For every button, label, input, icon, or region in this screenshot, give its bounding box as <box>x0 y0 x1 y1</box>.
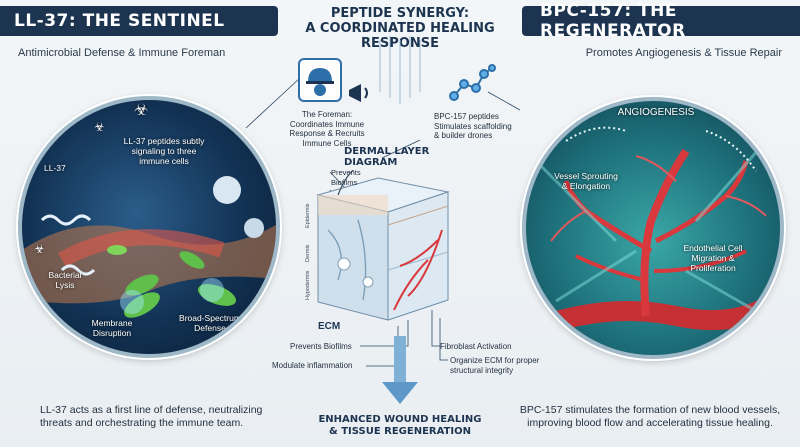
ll37-banner: LL-37: THE SENTINEL <box>0 6 278 36</box>
ll37-label: LL-37 <box>44 163 66 173</box>
megaphone-icon <box>349 84 368 102</box>
prevents-biofilms-bottom: Prevents Biofilms <box>290 342 352 351</box>
bpc157-title: BPC-157: THE REGENERATOR <box>540 1 686 41</box>
outcome-title: ENHANCED WOUND HEALING & TISSUE REGENERA… <box>318 414 482 437</box>
bpc157-subtitle: Promotes Angiogenesis & Tissue Repair <box>585 47 782 59</box>
membrane-disruption-label: Membrane Disruption <box>91 318 133 338</box>
broad-spectrum-label: Broad-Spectrum Defense <box>179 313 241 333</box>
angiogenesis-label: ANGIOGENESIS <box>617 107 695 118</box>
center-title-line1: PEPTIDE SYNERGY: <box>330 6 470 21</box>
foreman-icon-box <box>298 58 342 102</box>
endothelial-label: Endothelial Cell Migration & Proliferati… <box>683 243 743 273</box>
biohazard-icon: ☣ <box>94 120 105 134</box>
vessel-sprouting-label: Vessel Sprouting & Elongation <box>554 171 618 191</box>
modulate-inflammation: Modulate inflammation <box>272 361 353 370</box>
prevents-biofilms-top: Prevents Biofilms <box>331 168 361 187</box>
peptide-molecule-icon <box>449 64 496 101</box>
ll37-illustration <box>22 176 276 318</box>
bpc157-circle: ANGIOGENESIS Vessel Sprouting & Elongati… <box>522 97 784 359</box>
bpc157-note: BPC-157 peptides Stimulates scaffolding … <box>434 112 512 140</box>
biohazard-icon: ☣ <box>134 102 149 119</box>
bpc157-banner: BPC-157: THE REGENERATOR <box>522 1 800 41</box>
organize-ecm: Organize ECM for proper structural integ… <box>450 356 540 375</box>
dermis-label: Dermis <box>305 244 311 262</box>
dermal-diagram-title: DERMAL LAYER DIAGRAM <box>344 146 430 168</box>
fibroblast-activation: Fibroblast Activation <box>440 342 512 351</box>
biohazard-icon: ☣ <box>34 242 45 256</box>
hypodermis-label: Hypodermis <box>305 270 311 300</box>
dermal-layer-block <box>316 170 450 321</box>
epidermis-label: Epidermis <box>305 203 311 228</box>
ll37-title: LL-37: THE SENTINEL <box>14 11 225 31</box>
bpc157-illustration <box>526 126 780 341</box>
center-title: PEPTIDE SYNERGY: A COORDINATED HEALING R… <box>278 6 522 51</box>
foreman-helmet-icon <box>306 68 334 96</box>
down-arrow-icon <box>382 336 418 404</box>
ll37-footer: LL-37 acts as a first line of defense, n… <box>40 404 263 429</box>
ecm-label: ECM <box>318 321 341 332</box>
ll37-circle: ☣ ☣ ☣ LL-37 peptides subtly signaling to… <box>18 96 280 358</box>
bpc157-footer: BPC-157 stimulates the formation of new … <box>519 404 781 429</box>
signaling-label: LL-37 peptides subtly signaling to three… <box>123 136 205 166</box>
foreman-note: The Foreman: Coordinates Immune Response… <box>289 110 365 148</box>
bacterial-lysis-label: Bacterial Lysis <box>48 270 82 290</box>
ll37-subtitle: Antimicrobial Defense & Immune Foreman <box>18 47 226 59</box>
